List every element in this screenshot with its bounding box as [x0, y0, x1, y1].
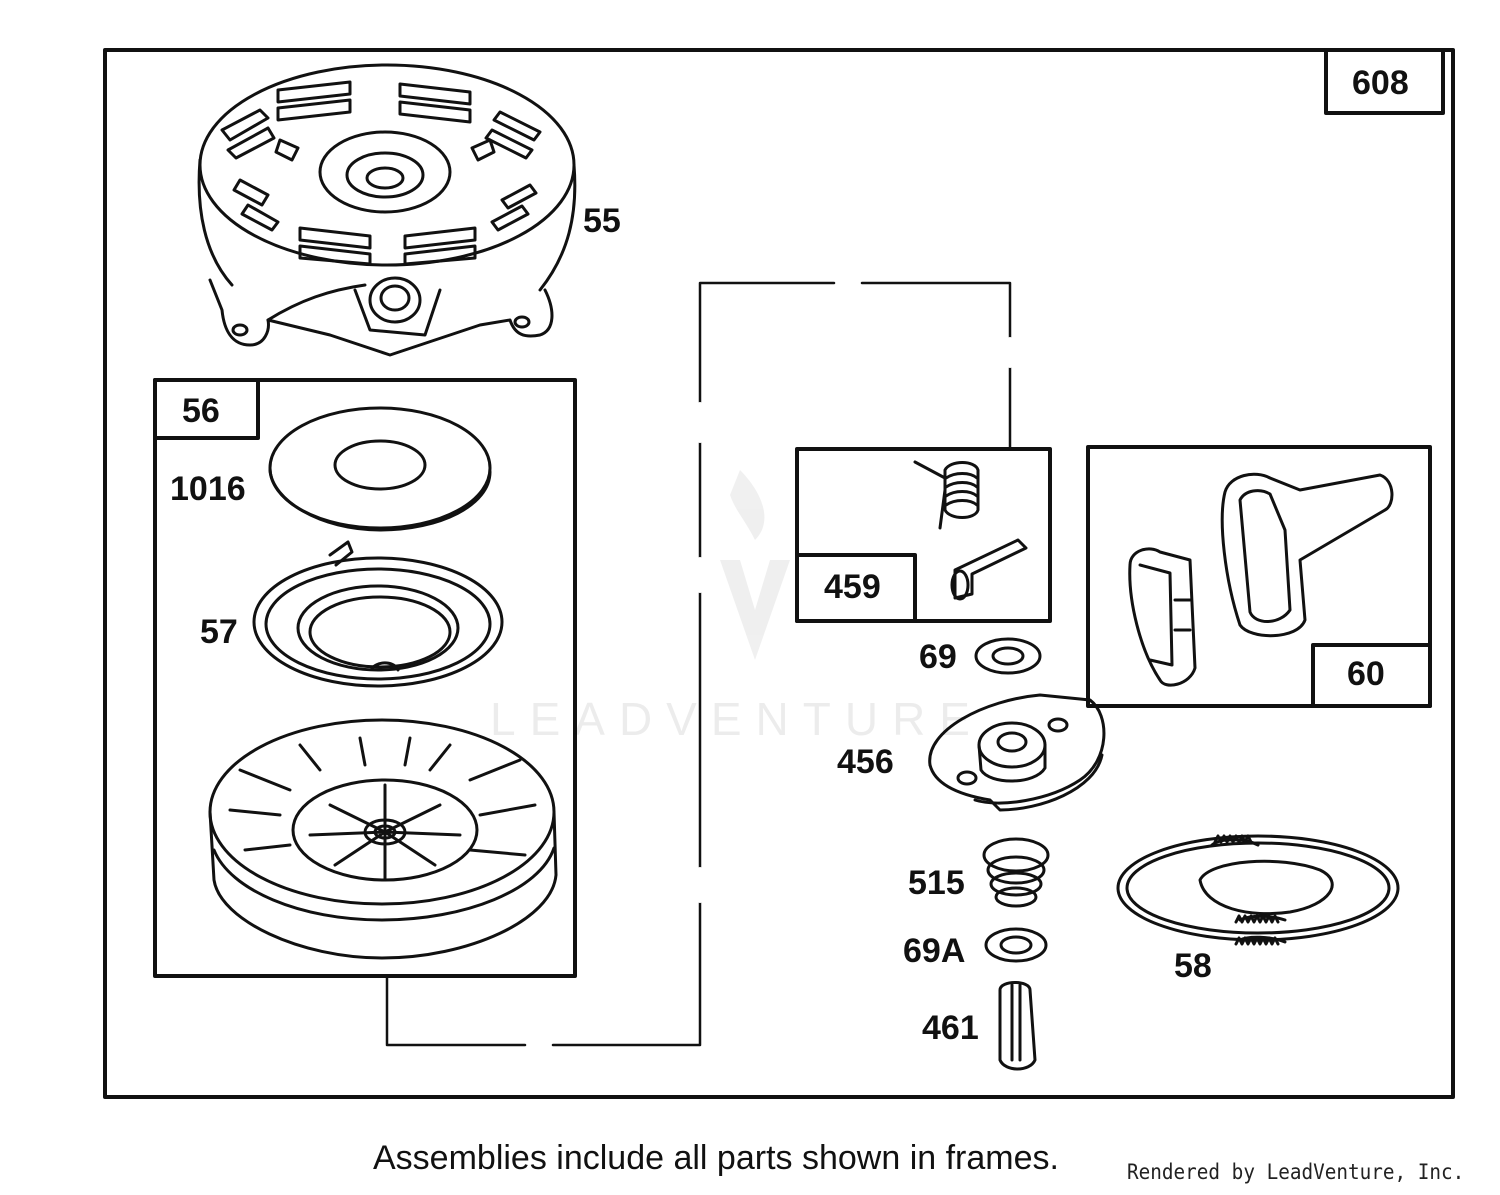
pin-461-drawing [998, 981, 1037, 1071]
starter-rope-58-drawing [1116, 834, 1400, 946]
render-credit: Rendered by LeadVenture, Inc. [1127, 1160, 1465, 1184]
spring-515-drawing [982, 837, 1050, 908]
callout-60: 60 [1347, 655, 1385, 693]
washer-69-drawing [974, 637, 1042, 675]
connector-lines [385, 281, 1013, 1047]
callout-69a: 69A [903, 932, 965, 970]
frame-60-label-box [1311, 643, 1432, 708]
assemblies-note: Assemblies include all parts shown in fr… [373, 1139, 1059, 1177]
washer-69a-drawing [984, 927, 1048, 963]
callout-57: 57 [200, 613, 238, 651]
callout-1016: 1016 [170, 470, 246, 508]
handle-60-drawing [1128, 472, 1394, 687]
watermark-text: LEADVENTURE [490, 693, 984, 745]
ratchet-spring-459-drawing [913, 460, 1028, 601]
frame-459-label-box [795, 553, 917, 623]
frame-608-label-box [1324, 48, 1445, 115]
rewind-spring-57-drawing [252, 540, 504, 688]
callout-461: 461 [922, 1009, 979, 1047]
callout-55: 55 [583, 202, 621, 240]
washer-1016-drawing [268, 406, 492, 532]
callout-58: 58 [1174, 947, 1212, 985]
frame-608 [103, 48, 1455, 1099]
retainer-456-drawing [928, 693, 1106, 812]
starter-housing-drawing [197, 63, 577, 357]
callout-69: 69 [919, 638, 957, 676]
callout-56: 56 [182, 392, 220, 430]
watermark-logo [720, 470, 790, 660]
callout-608: 608 [1352, 64, 1409, 102]
frame-56 [153, 378, 577, 978]
frame-60 [1086, 445, 1432, 708]
pulley-drawing [208, 718, 558, 960]
frame-459 [795, 447, 1052, 623]
callout-456: 456 [837, 743, 894, 781]
frame-56-label-box [153, 378, 260, 440]
callout-515: 515 [908, 864, 965, 902]
callout-459: 459 [824, 568, 881, 606]
